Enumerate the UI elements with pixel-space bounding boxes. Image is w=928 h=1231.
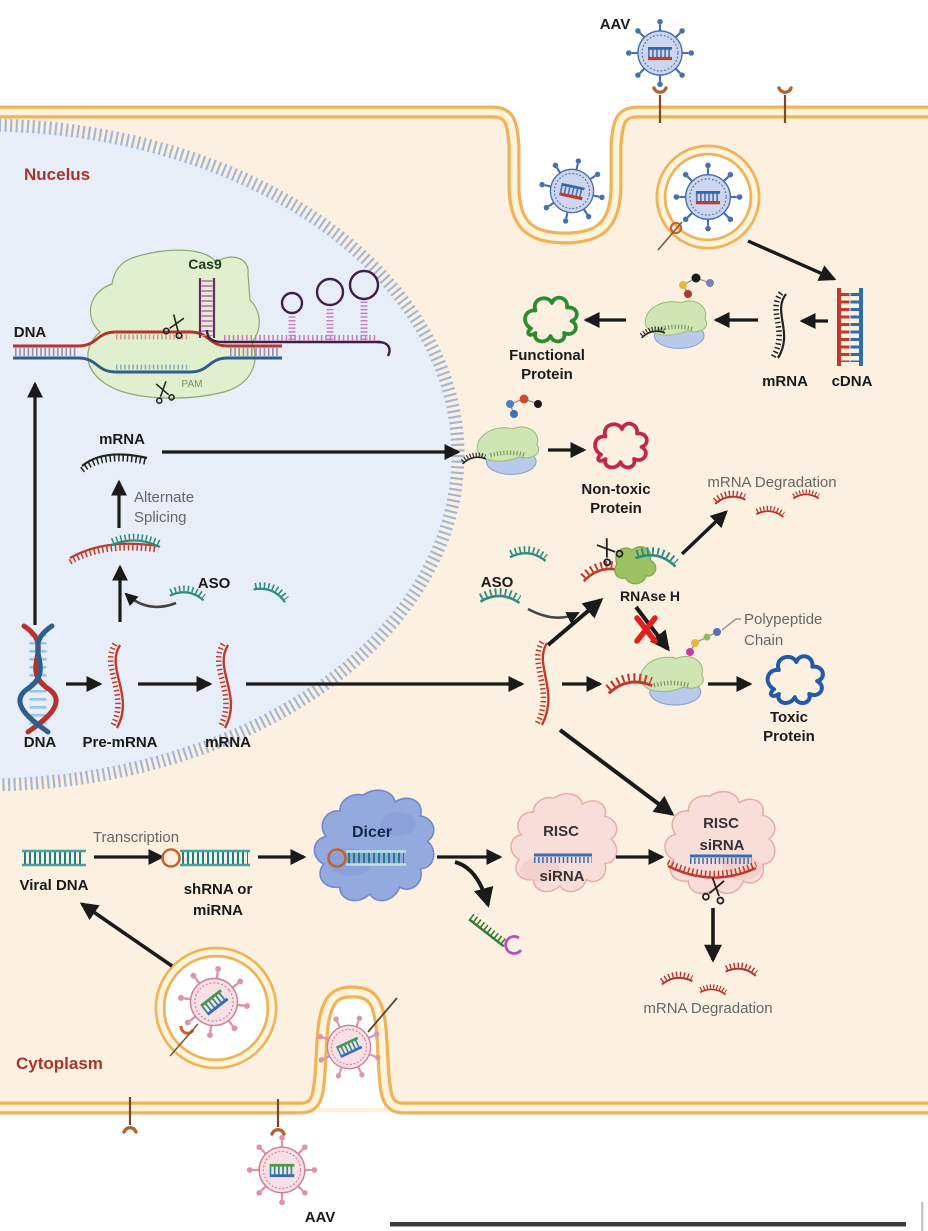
virus-needle-line xyxy=(367,997,398,1033)
target-mrna-ticks xyxy=(666,859,758,877)
polypeptide-label-1: Polypeptide xyxy=(744,611,822,628)
functional-protein-label-2: Protein xyxy=(521,366,573,383)
dicer-complex: Dicer xyxy=(313,789,435,902)
aav-virion-blue-icon xyxy=(626,19,694,87)
arrow-curved xyxy=(527,607,580,624)
aav-top-label: AAV xyxy=(600,16,631,33)
mrna-nucleus-label: mRNA xyxy=(99,431,145,448)
functional-protein-label-1: Functional xyxy=(509,347,585,364)
sirna1-label: siRNA xyxy=(539,868,584,885)
cas9-label: Cas9 xyxy=(188,256,222,272)
shrna-label-2: miRNA xyxy=(193,902,243,919)
sgrna-scaffold xyxy=(198,269,391,357)
mrna-strand-black xyxy=(777,293,787,359)
mrna-strand xyxy=(222,644,233,729)
cas9-complex: Cas9 PAM DNA xyxy=(13,249,391,405)
aso-premrna-hybrid xyxy=(68,533,162,565)
nucleus-label: Nucelus xyxy=(24,165,90,184)
polypeptide-label-2: Chain xyxy=(744,632,783,649)
aav-bottom-label: AAV xyxy=(305,1209,336,1226)
arrow xyxy=(747,239,837,281)
mrna-strand-black xyxy=(81,453,148,467)
dna-cas9-label: DNA xyxy=(14,324,47,341)
rnaseh-pathway: mRNA Degradation ASO RNAse H xyxy=(480,474,837,652)
dna-label: DNA xyxy=(24,734,57,751)
dna-helix-icon xyxy=(17,623,59,735)
arrow xyxy=(634,605,670,652)
rnai-pathway: Transcription Viral DNA shRNA or miRNA D… xyxy=(20,728,776,1017)
toxic-protein-pathway: Polypeptide Chain Toxic Protein xyxy=(534,611,823,745)
rnaseh-complex xyxy=(581,534,678,584)
endosome-bottom xyxy=(154,946,278,1070)
shrna-label-1: shRNA or xyxy=(184,881,253,898)
scrollbar-fragment xyxy=(921,1202,924,1231)
nucleus-transcripts: mRNA Alternate Splicing ASO DNA Pre-mRNA… xyxy=(17,381,525,751)
mrna-label: mRNA xyxy=(205,734,251,751)
viral-dna-icon xyxy=(22,849,86,867)
dicer-label: Dicer xyxy=(352,824,392,841)
aav-virion-blue-icon xyxy=(674,163,743,232)
shrna-icon xyxy=(161,848,250,868)
pam-label: PAM xyxy=(182,379,203,390)
risc-complex-1: RISC siRNA xyxy=(510,793,618,893)
toxic-label-1: Toxic xyxy=(770,709,808,726)
polypeptide-beads xyxy=(506,394,542,418)
mrna-degradation-upper-label: mRNA Degradation xyxy=(707,474,836,491)
blocked-x-icon xyxy=(634,615,658,644)
nontoxic-protein-pathway: Non-toxic Protein xyxy=(459,394,651,517)
rnaseh-label: RNAse H xyxy=(620,588,680,604)
arrow xyxy=(558,728,675,816)
cell-membrane-bottom xyxy=(0,985,928,1115)
viral-dna-label: Viral DNA xyxy=(20,877,89,894)
cdna-icon xyxy=(837,288,863,366)
aso-nucleus-label: ASO xyxy=(198,575,231,592)
premrna-strand xyxy=(114,644,125,729)
toxic-label-2: Protein xyxy=(763,728,815,745)
target-mrna-strand xyxy=(667,864,757,879)
functional-protein-pathway: cDNA mRNA Functional Protein xyxy=(509,273,873,390)
cdna-label: cDNA xyxy=(832,373,873,390)
mrna-ticks xyxy=(215,642,229,729)
sirna2-label: siRNA xyxy=(699,837,744,854)
risc-complex-2: RISC siRNA xyxy=(664,790,776,906)
cytoplasm-label: Cytoplasm xyxy=(16,1054,103,1073)
premrna-ticks xyxy=(107,642,121,729)
risc2-label: RISC xyxy=(703,815,739,832)
mrna-strand xyxy=(540,642,550,726)
bottom-bar xyxy=(390,1222,906,1227)
callout-line xyxy=(721,618,741,631)
loop-strand-icon xyxy=(504,935,523,955)
nontoxic-label-2: Protein xyxy=(590,500,642,517)
pre-mrna-label: Pre-mRNA xyxy=(82,734,157,751)
arrow xyxy=(79,902,174,968)
transcription-label: Transcription xyxy=(93,829,179,846)
alt-splicing-label-1: Alternate xyxy=(134,489,194,506)
discarded-strand-icon xyxy=(468,913,523,955)
aav-virion-pink-icon xyxy=(247,1135,317,1205)
arrow-curved xyxy=(454,860,494,908)
target-dna xyxy=(13,330,282,374)
mrna-ticks xyxy=(770,291,784,359)
arrow xyxy=(546,598,604,647)
mrna-ticks xyxy=(80,455,148,473)
mrna-right-label: mRNA xyxy=(762,373,808,390)
aso-cyto-label: ASO xyxy=(481,574,514,591)
cell-membrane-top xyxy=(0,105,928,245)
nontoxic-label-1: Non-toxic xyxy=(581,481,650,498)
alt-splicing-label-2: Splicing xyxy=(134,509,187,526)
polypeptide-beads xyxy=(686,628,721,656)
polypeptide-beads xyxy=(679,273,714,298)
arrow-curved xyxy=(124,592,177,609)
arrow xyxy=(680,510,728,556)
mrna-degradation-lower-label: mRNA Degradation xyxy=(643,1000,772,1017)
risc1-label: RISC xyxy=(543,823,579,840)
